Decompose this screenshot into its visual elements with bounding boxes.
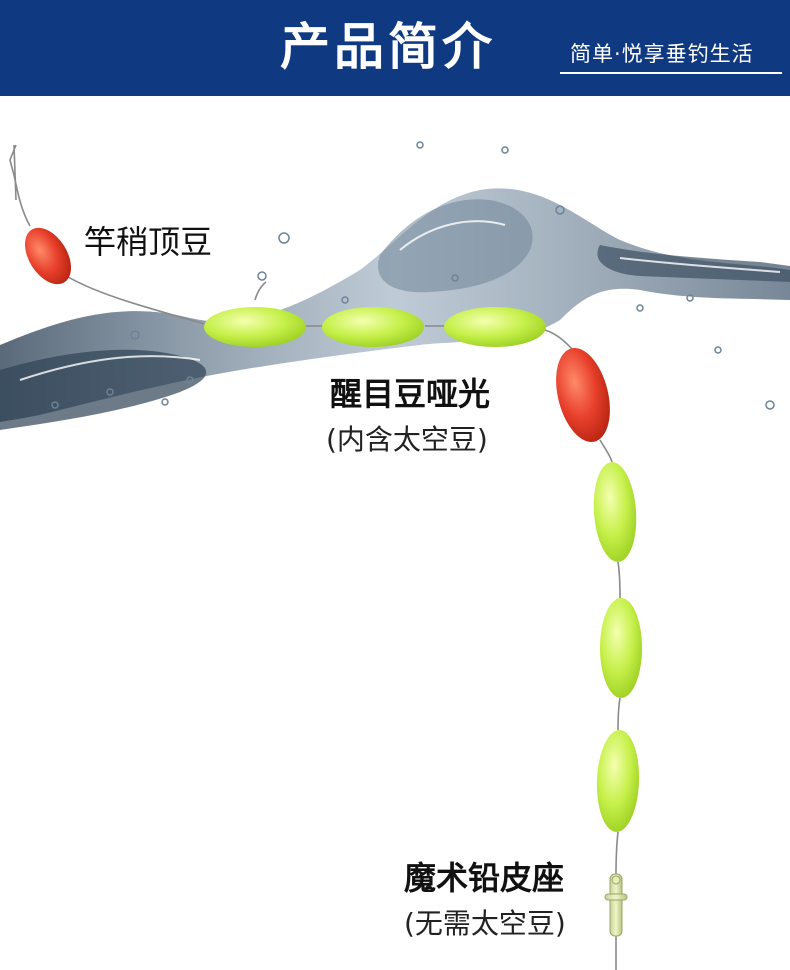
lead-seat-note: (无需太空豆) — [404, 907, 566, 940]
glow-beans-note: (内含太空豆) — [326, 423, 488, 456]
glow-bean-4 — [593, 462, 637, 562]
header-slogan: 简单·悦享垂钓生活 — [570, 42, 754, 66]
slogan-underline — [560, 72, 782, 74]
glow-beans-label: 醒目豆哑光 — [330, 375, 491, 413]
glow-bean-3 — [444, 307, 546, 347]
glow-bean-2 — [322, 307, 424, 347]
glow-bean-5 — [600, 598, 642, 698]
lead-seat — [604, 873, 628, 937]
product-illustration — [0, 141, 790, 970]
water-splash — [0, 141, 790, 430]
page-title: 产品简介 — [280, 18, 496, 76]
rod-tip-bean-label: 竿稍顶豆 — [84, 223, 213, 261]
fishing-line — [9, 144, 621, 970]
lead-seat-label: 魔术铅皮座 — [404, 859, 565, 897]
glow-bean-6 — [596, 730, 640, 832]
vertical-red-bean — [556, 348, 610, 442]
header-banner: 产品简介 简单·悦享垂钓生活 — [0, 0, 790, 96]
glow-bean-1 — [204, 307, 306, 347]
rod-tip-red-bean — [24, 227, 72, 285]
